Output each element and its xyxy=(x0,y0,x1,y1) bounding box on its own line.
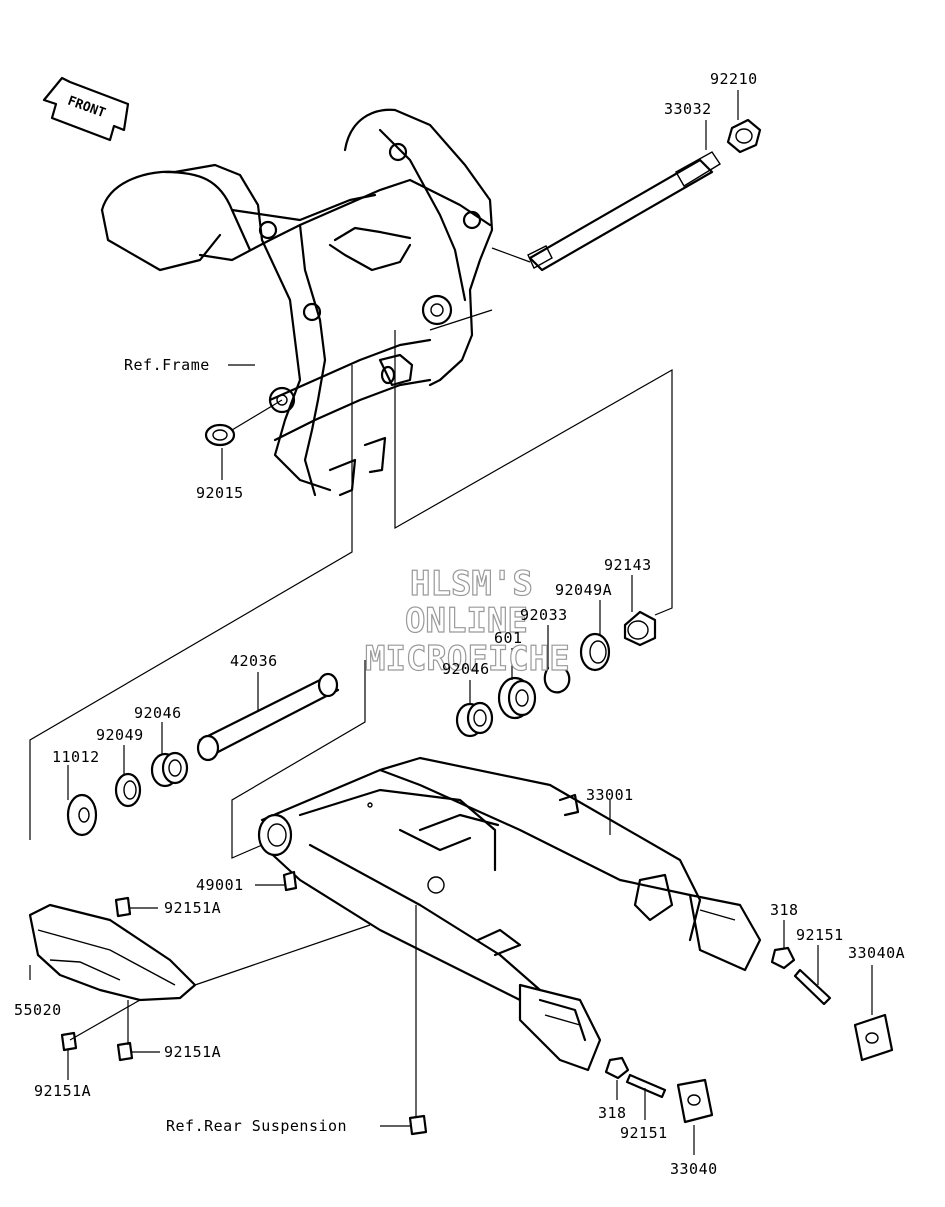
seal-92143 xyxy=(623,610,657,647)
pivot-shaft-33032 xyxy=(527,151,721,272)
needle-bearing-92046-right xyxy=(455,701,494,738)
nut-318-lower xyxy=(604,1056,630,1080)
label-318-upper: 318 xyxy=(770,901,799,919)
label-leaders xyxy=(29,90,873,1155)
callout-lines xyxy=(29,247,673,859)
collar-92015 xyxy=(204,423,236,447)
label-42036: 42036 xyxy=(230,652,278,670)
needle-bearing-92046-left xyxy=(150,751,189,788)
label-92046-right: 92046 xyxy=(442,660,490,678)
front-arrow-icon: FRONT xyxy=(42,76,130,142)
label-92049A: 92049A xyxy=(555,581,612,599)
label-49001: 49001 xyxy=(196,876,244,894)
cap-11012 xyxy=(66,793,98,837)
label-33001: 33001 xyxy=(586,786,634,804)
nut-318-upper xyxy=(770,946,796,970)
seal-92049A xyxy=(579,632,611,672)
label-33040A: 33040A xyxy=(848,944,905,962)
adjuster-33040A xyxy=(853,1013,894,1062)
label-92210: 92210 xyxy=(710,70,758,88)
bolt-92151A-top xyxy=(114,896,132,918)
circlip-92033 xyxy=(543,665,571,694)
label-92015: 92015 xyxy=(196,484,244,502)
bearing-601 xyxy=(497,676,537,720)
adjuster-33040 xyxy=(676,1078,714,1124)
watermark-line2: ONLINE xyxy=(405,601,528,641)
part-labels: 92210 33032 Ref.Frame 92015 92143 92049A… xyxy=(14,70,905,1178)
bolt-92151A-low xyxy=(60,1031,78,1052)
nut-92210 xyxy=(726,118,762,154)
label-ref-frame: Ref.Frame xyxy=(124,356,210,374)
seal-92049 xyxy=(114,772,142,808)
label-92033: 92033 xyxy=(520,606,568,624)
label-92151-lower: 92151 xyxy=(620,1124,668,1142)
watermark-line3: MICROFICHE xyxy=(365,639,570,679)
frame-drawing xyxy=(100,108,494,497)
label-318-lower: 318 xyxy=(598,1104,627,1122)
label-55020: 55020 xyxy=(14,1001,62,1019)
label-92151-upper: 92151 xyxy=(796,926,844,944)
sleeve-42036 xyxy=(196,672,340,762)
bolt-92151A-mid xyxy=(116,1041,134,1062)
watermark: HLSM'S ONLINE MICROFICHE xyxy=(364,563,570,679)
label-33032: 33032 xyxy=(664,100,712,118)
chain-guard-55020 xyxy=(28,903,197,1002)
label-ref-rear-suspension: Ref.Rear Suspension xyxy=(166,1117,347,1135)
label-92046-left: 92046 xyxy=(134,704,182,722)
bolt-92151-lower xyxy=(625,1073,667,1099)
label-92151A-top: 92151A xyxy=(164,899,221,917)
label-92151A-mid: 92151A xyxy=(164,1043,221,1061)
bolt-ref-rear-suspension xyxy=(408,1114,428,1136)
label-92151A-low: 92151A xyxy=(34,1082,91,1100)
label-601: 601 xyxy=(494,629,523,647)
label-11012: 11012 xyxy=(52,748,100,766)
label-33040: 33040 xyxy=(670,1160,718,1178)
swingarm-33001 xyxy=(257,756,762,1072)
bolt-49001 xyxy=(282,870,298,892)
label-92049: 92049 xyxy=(96,726,144,744)
bolt-92151-upper xyxy=(793,968,832,1006)
watermark-line1: HLSM'S xyxy=(410,564,533,604)
label-92143: 92143 xyxy=(604,556,652,574)
